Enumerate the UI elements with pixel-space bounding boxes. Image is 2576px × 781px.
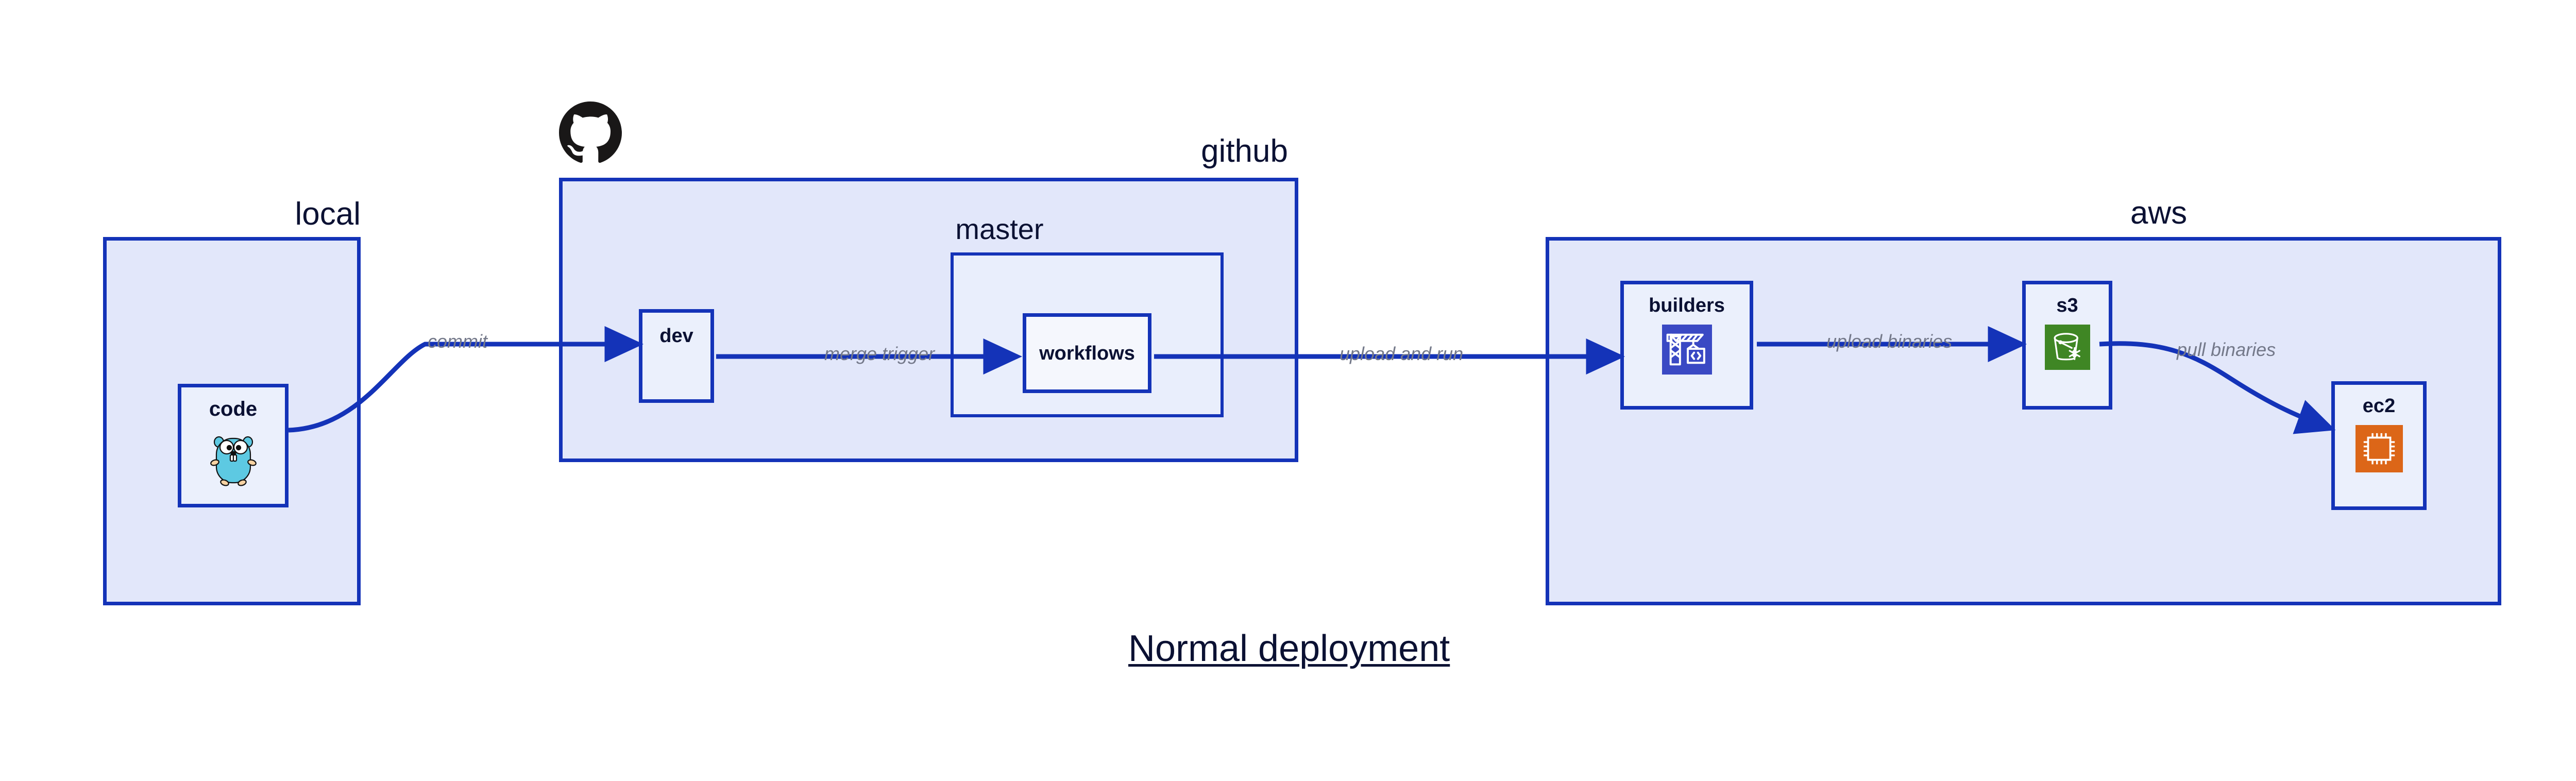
group-label-github: github xyxy=(1201,133,1288,169)
golang-gopher-icon xyxy=(210,431,257,489)
node-label-dev: dev xyxy=(659,325,693,347)
node-label-workflows: workflows xyxy=(1039,342,1135,364)
aws-ec2-icon xyxy=(2355,425,2403,475)
node-workflows[interactable]: workflows xyxy=(1023,313,1151,393)
node-builders[interactable]: builders xyxy=(1620,281,1753,410)
aws-s3-glacier-icon xyxy=(2044,325,2090,372)
node-s3[interactable]: s3 xyxy=(2022,281,2112,410)
group-label-master: master xyxy=(955,213,1044,245)
node-dev[interactable]: dev xyxy=(639,309,714,403)
edge-label-merge-trigger: merge trigger xyxy=(824,343,935,364)
edge-label-upload-binaries: upload binaries xyxy=(1826,331,1953,352)
group-label-local: local xyxy=(295,196,361,232)
node-label-s3: s3 xyxy=(2056,295,2078,316)
node-label-ec2: ec2 xyxy=(2362,395,2396,417)
node-code[interactable]: code xyxy=(178,384,289,507)
node-label-code: code xyxy=(209,398,258,420)
edge-label-commit: commit xyxy=(428,331,487,352)
edge-label-upload-and-run: upload and run xyxy=(1340,343,1464,364)
edge-label-pull-binaries: pull binaries xyxy=(2177,339,2276,360)
github-octocat-icon xyxy=(559,101,622,167)
aws-codebuild-icon xyxy=(1662,325,1712,377)
node-ec2[interactable]: ec2 xyxy=(2331,381,2427,510)
group-label-aws: aws xyxy=(2130,195,2188,231)
node-label-builders: builders xyxy=(1649,295,1725,316)
diagram-title: Normal deployment xyxy=(1128,628,1450,669)
